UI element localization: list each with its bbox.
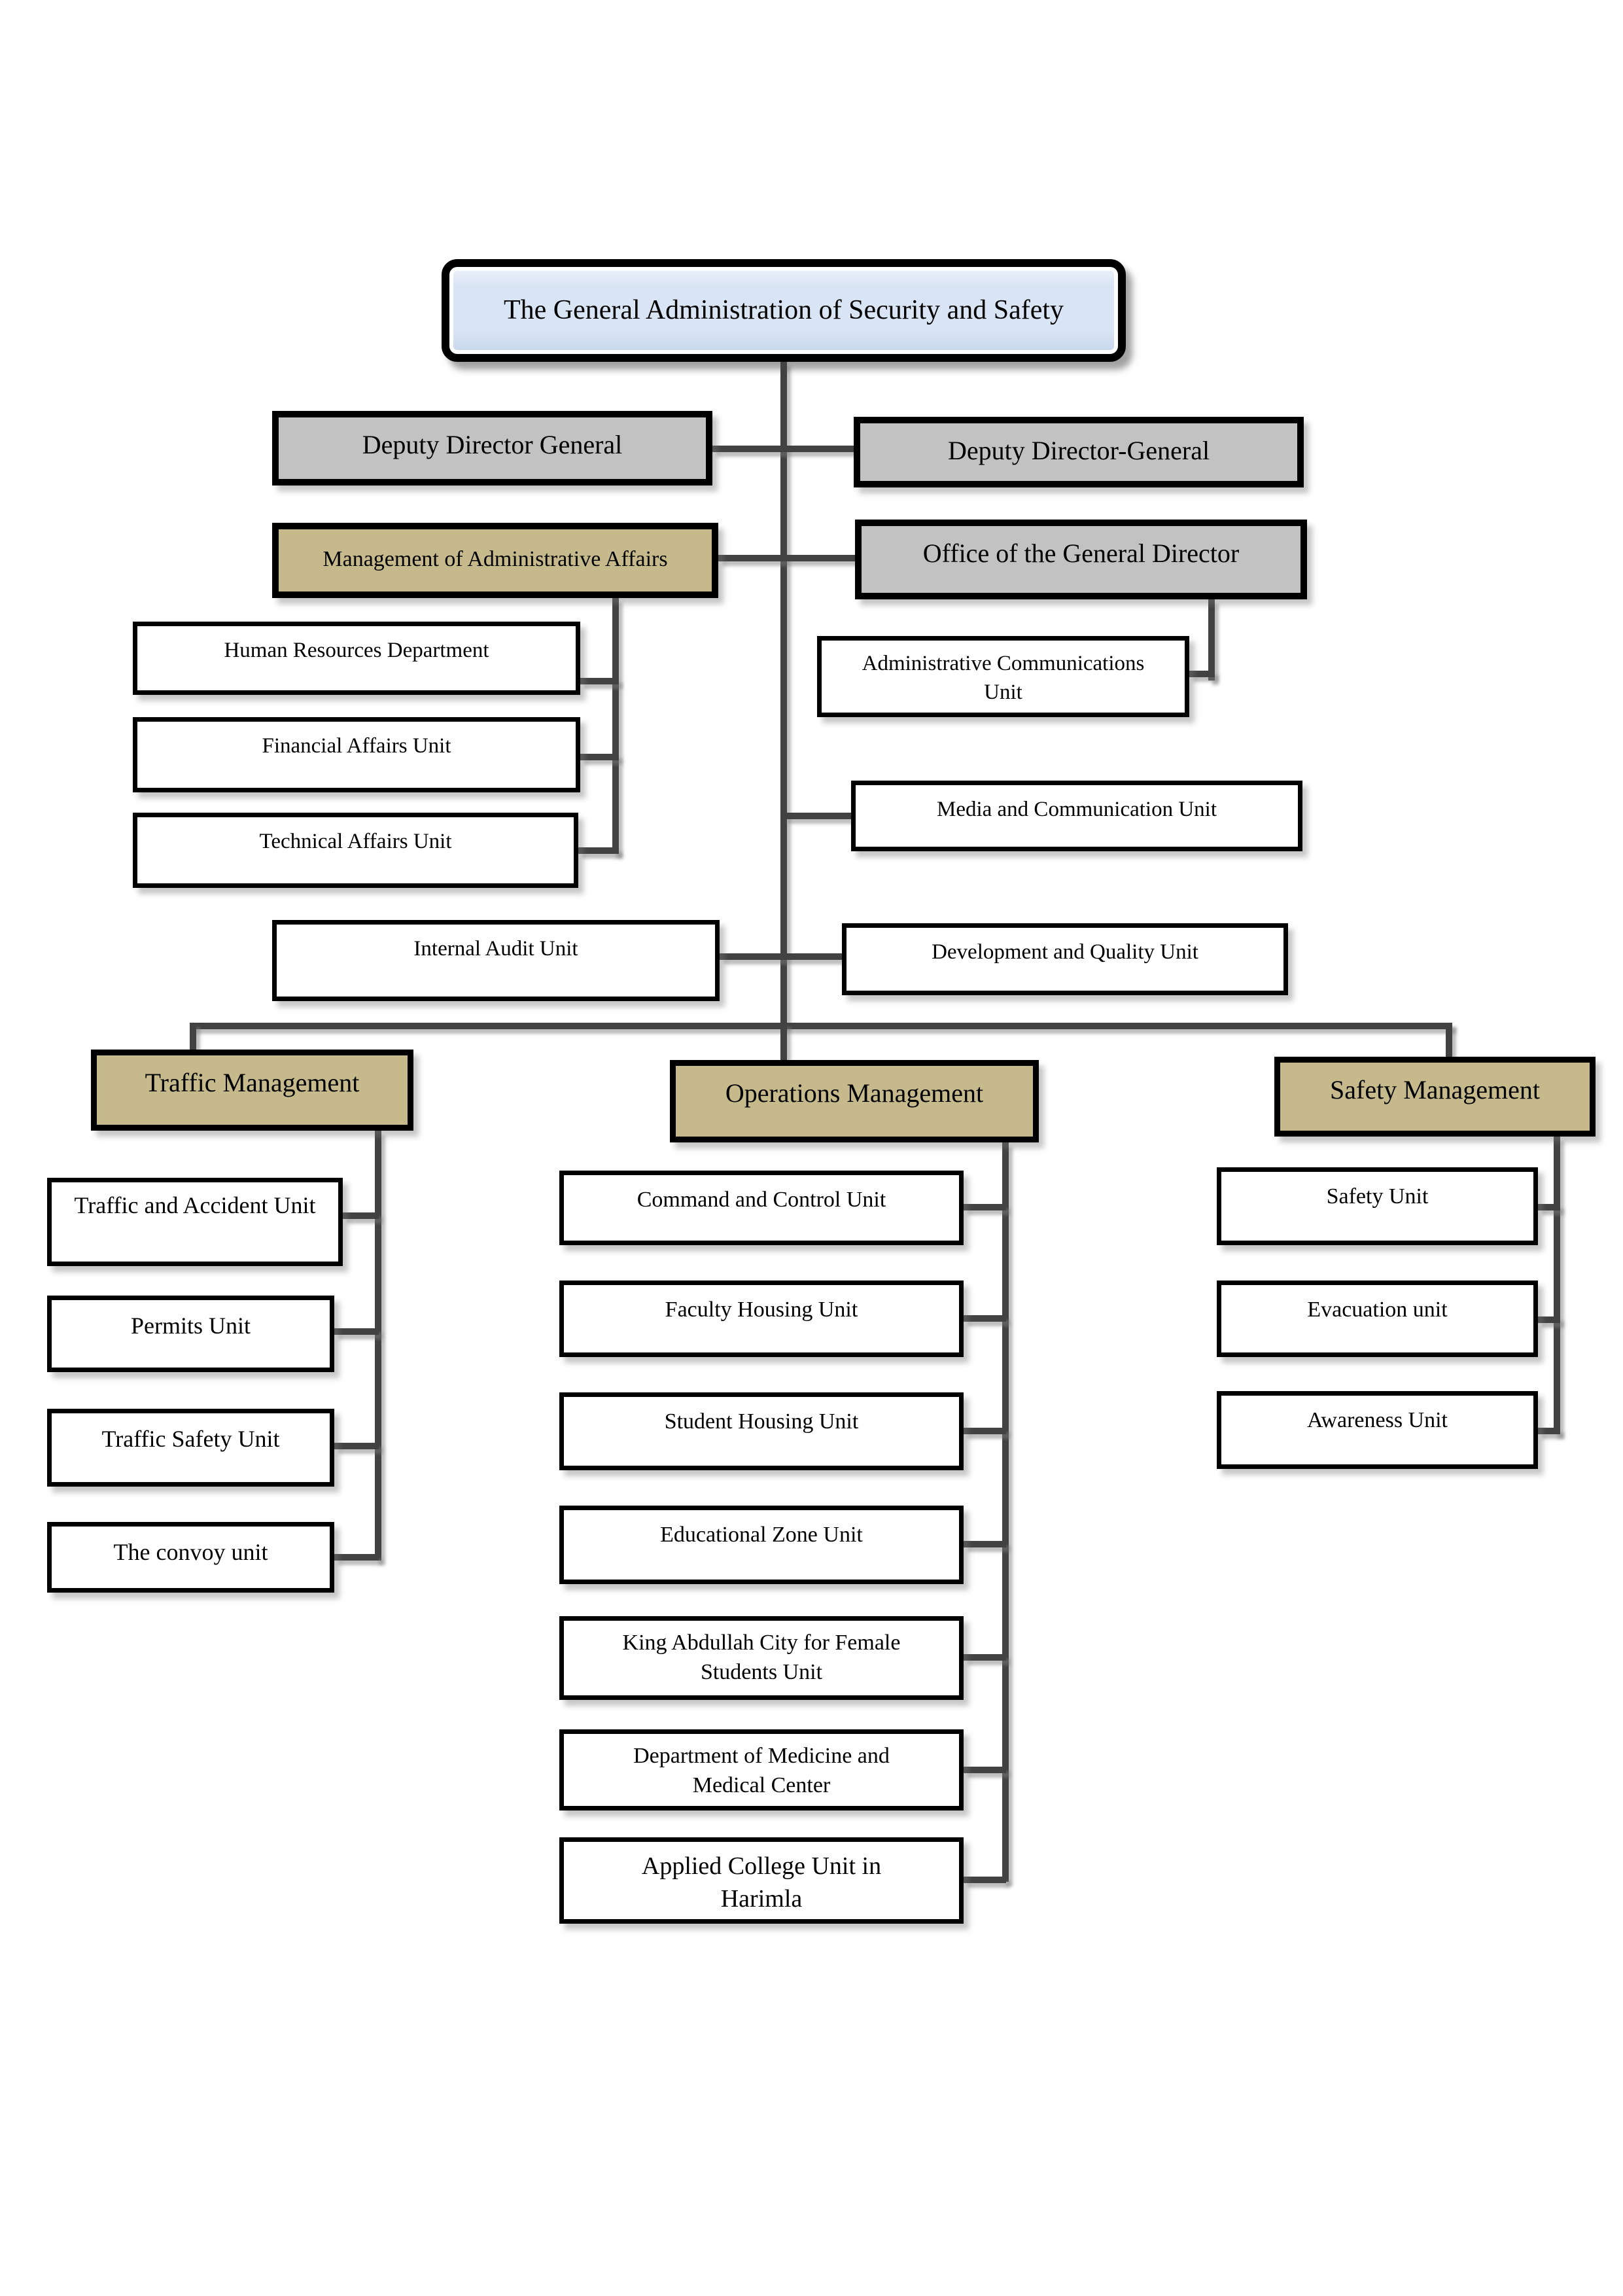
connector-center-spine	[780, 362, 787, 1026]
connector-admin-affairs-drop	[612, 598, 619, 854]
org-node-traffic-safety-unit: Traffic Safety Unit	[47, 1409, 334, 1487]
connector-safety-drop	[1446, 1023, 1452, 1059]
org-node-safety-management: Safety Management	[1274, 1057, 1596, 1137]
org-node-financial-affairs: Financial Affairs Unit	[133, 717, 580, 792]
connector-operations-unit-2-stub	[964, 1315, 1006, 1322]
connector-deputies	[712, 446, 854, 452]
connector-technical-stub	[578, 847, 619, 854]
org-node-medicine-medical-center: Department of Medicine and Medical Cente…	[559, 1729, 964, 1810]
org-node-educational-zone-unit: Educational Zone Unit	[559, 1506, 964, 1584]
connector-branch-line	[190, 1023, 1452, 1029]
org-node-root: The General Administration of Security a…	[442, 259, 1126, 362]
connector-director-office-drop	[1208, 599, 1215, 680]
connector-admin-affairs-office	[718, 555, 855, 561]
org-node-faculty-housing-unit: Faculty Housing Unit	[559, 1280, 964, 1357]
org-node-traffic-management: Traffic Management	[91, 1050, 413, 1131]
org-node-safety-unit: Safety Unit	[1217, 1167, 1538, 1245]
org-node-operations-management: Operations Management	[670, 1060, 1039, 1142]
org-node-awareness-unit: Awareness Unit	[1217, 1391, 1538, 1469]
connector-operations-unit-7-stub	[964, 1877, 1006, 1883]
org-node-command-control-unit: Command and Control Unit	[559, 1171, 964, 1245]
org-node-media-communication: Media and Communication Unit	[851, 781, 1302, 851]
org-node-evacuation-unit: Evacuation unit	[1217, 1280, 1538, 1357]
connector-operations-drop	[780, 1023, 787, 1062]
org-node-permits-unit: Permits Unit	[47, 1296, 334, 1372]
connector-traffic-unit-1-stub	[343, 1212, 379, 1219]
connector-traffic-drop	[190, 1023, 196, 1052]
connector-safety-spine	[1554, 1137, 1560, 1434]
connector-operations-spine	[1002, 1142, 1009, 1882]
connector-operations-unit-4-stub	[964, 1541, 1006, 1547]
connector-operations-unit-3-stub	[964, 1428, 1006, 1434]
connector-traffic-unit-3-stub	[334, 1443, 379, 1449]
org-node-convoy-unit: The convoy unit	[47, 1522, 334, 1593]
org-node-traffic-accident-unit: Traffic and Accident Unit	[47, 1178, 343, 1266]
org-node-deputy-director-general: Deputy Director General	[272, 411, 712, 486]
connector-safety-unit-3-stub	[1538, 1428, 1560, 1434]
org-node-king-abdullah-city-unit: King Abdullah City for Female Students U…	[559, 1616, 964, 1700]
connector-traffic-unit-4-stub	[334, 1554, 379, 1561]
org-node-general-director-office: Office of the General Director	[855, 520, 1307, 599]
connector-financial-stub	[580, 754, 619, 760]
org-node-development-quality: Development and Quality Unit	[842, 923, 1288, 995]
org-node-deputy-director-general-2: Deputy Director-General	[854, 417, 1304, 487]
connector-media-stub	[784, 813, 851, 819]
connector-traffic-unit-2-stub	[334, 1328, 379, 1335]
org-node-internal-audit: Internal Audit Unit	[272, 920, 720, 1001]
org-node-admin-communications: Administrative Communications Unit	[817, 636, 1189, 717]
connector-admin-comm-stub	[1189, 671, 1215, 677]
connector-hr-stub	[580, 678, 619, 684]
connector-operations-unit-5-stub	[964, 1654, 1006, 1661]
org-node-technical-affairs: Technical Affairs Unit	[133, 813, 578, 888]
org-node-admin-affairs-management: Management of Administrative Affairs	[272, 523, 718, 598]
org-node-human-resources: Human Resources Department	[133, 622, 580, 695]
connector-traffic-spine	[375, 1131, 381, 1561]
connector-operations-unit-1-stub	[964, 1204, 1006, 1210]
connector-operations-unit-6-stub	[964, 1767, 1006, 1773]
org-node-student-housing-unit: Student Housing Unit	[559, 1392, 964, 1470]
connector-safety-unit-1-stub	[1538, 1204, 1560, 1210]
connector-audit-quality	[720, 953, 842, 960]
connector-safety-unit-2-stub	[1538, 1316, 1560, 1323]
org-node-applied-college-unit: Applied College Unit in Harimla	[559, 1837, 964, 1924]
